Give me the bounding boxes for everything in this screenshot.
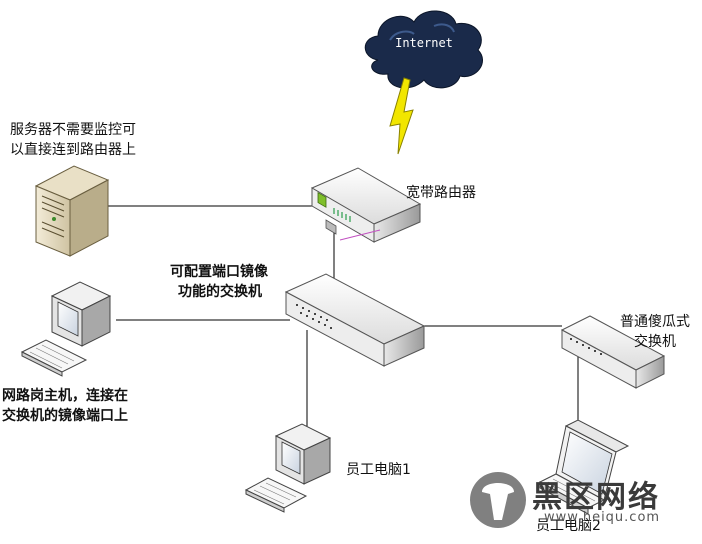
links [108, 205, 579, 430]
dumb-switch-label-line2: 交换机 [634, 334, 676, 350]
internet-cloud-icon: Internet [364, 10, 483, 89]
dumb-switch-icon [560, 315, 666, 389]
server-note-line2: 以直接连到路由器上 [10, 142, 136, 158]
monitor-host-pc-icon [20, 281, 112, 377]
monitor-host-label-line2: 交换机的镜像端口上 [2, 408, 128, 424]
internet-label: Internet [395, 36, 453, 50]
router-label: 宽带路由器 [406, 185, 476, 201]
monitor-host-label: 网路岗主机，连接在 交换机的镜像端口上 [2, 386, 128, 426]
watermark-brand: 黑区网络 [532, 480, 660, 515]
employee-laptop2-icon [538, 419, 630, 515]
pc1-label: 员工电脑1 [346, 462, 411, 478]
mirror-switch-icon [284, 273, 426, 367]
mirror-switch-label-line2: 功能的交换机 [178, 284, 262, 300]
watermark-logo-icon [470, 472, 526, 528]
dumb-switch-label: 普通傻瓜式 交换机 [620, 312, 690, 352]
server-icon [34, 165, 110, 257]
pc2-label: 员工电脑2 [536, 518, 601, 534]
dumb-switch-label-line1: 普通傻瓜式 [620, 314, 690, 330]
server-note: 服务器不需要监控可 以直接连到路由器上 [10, 120, 136, 160]
mirror-switch-label: 可配置端口镜像 功能的交换机 [170, 262, 268, 302]
employee-pc1-icon [244, 423, 332, 513]
router-icon [310, 167, 422, 243]
watermark-url: www.heiqu.com [544, 510, 661, 525]
monitor-host-label-line1: 网路岗主机，连接在 [2, 388, 128, 404]
lightning-icon [389, 77, 414, 155]
mirror-switch-label-line1: 可配置端口镜像 [170, 264, 268, 280]
server-note-line1: 服务器不需要监控可 [10, 122, 136, 138]
